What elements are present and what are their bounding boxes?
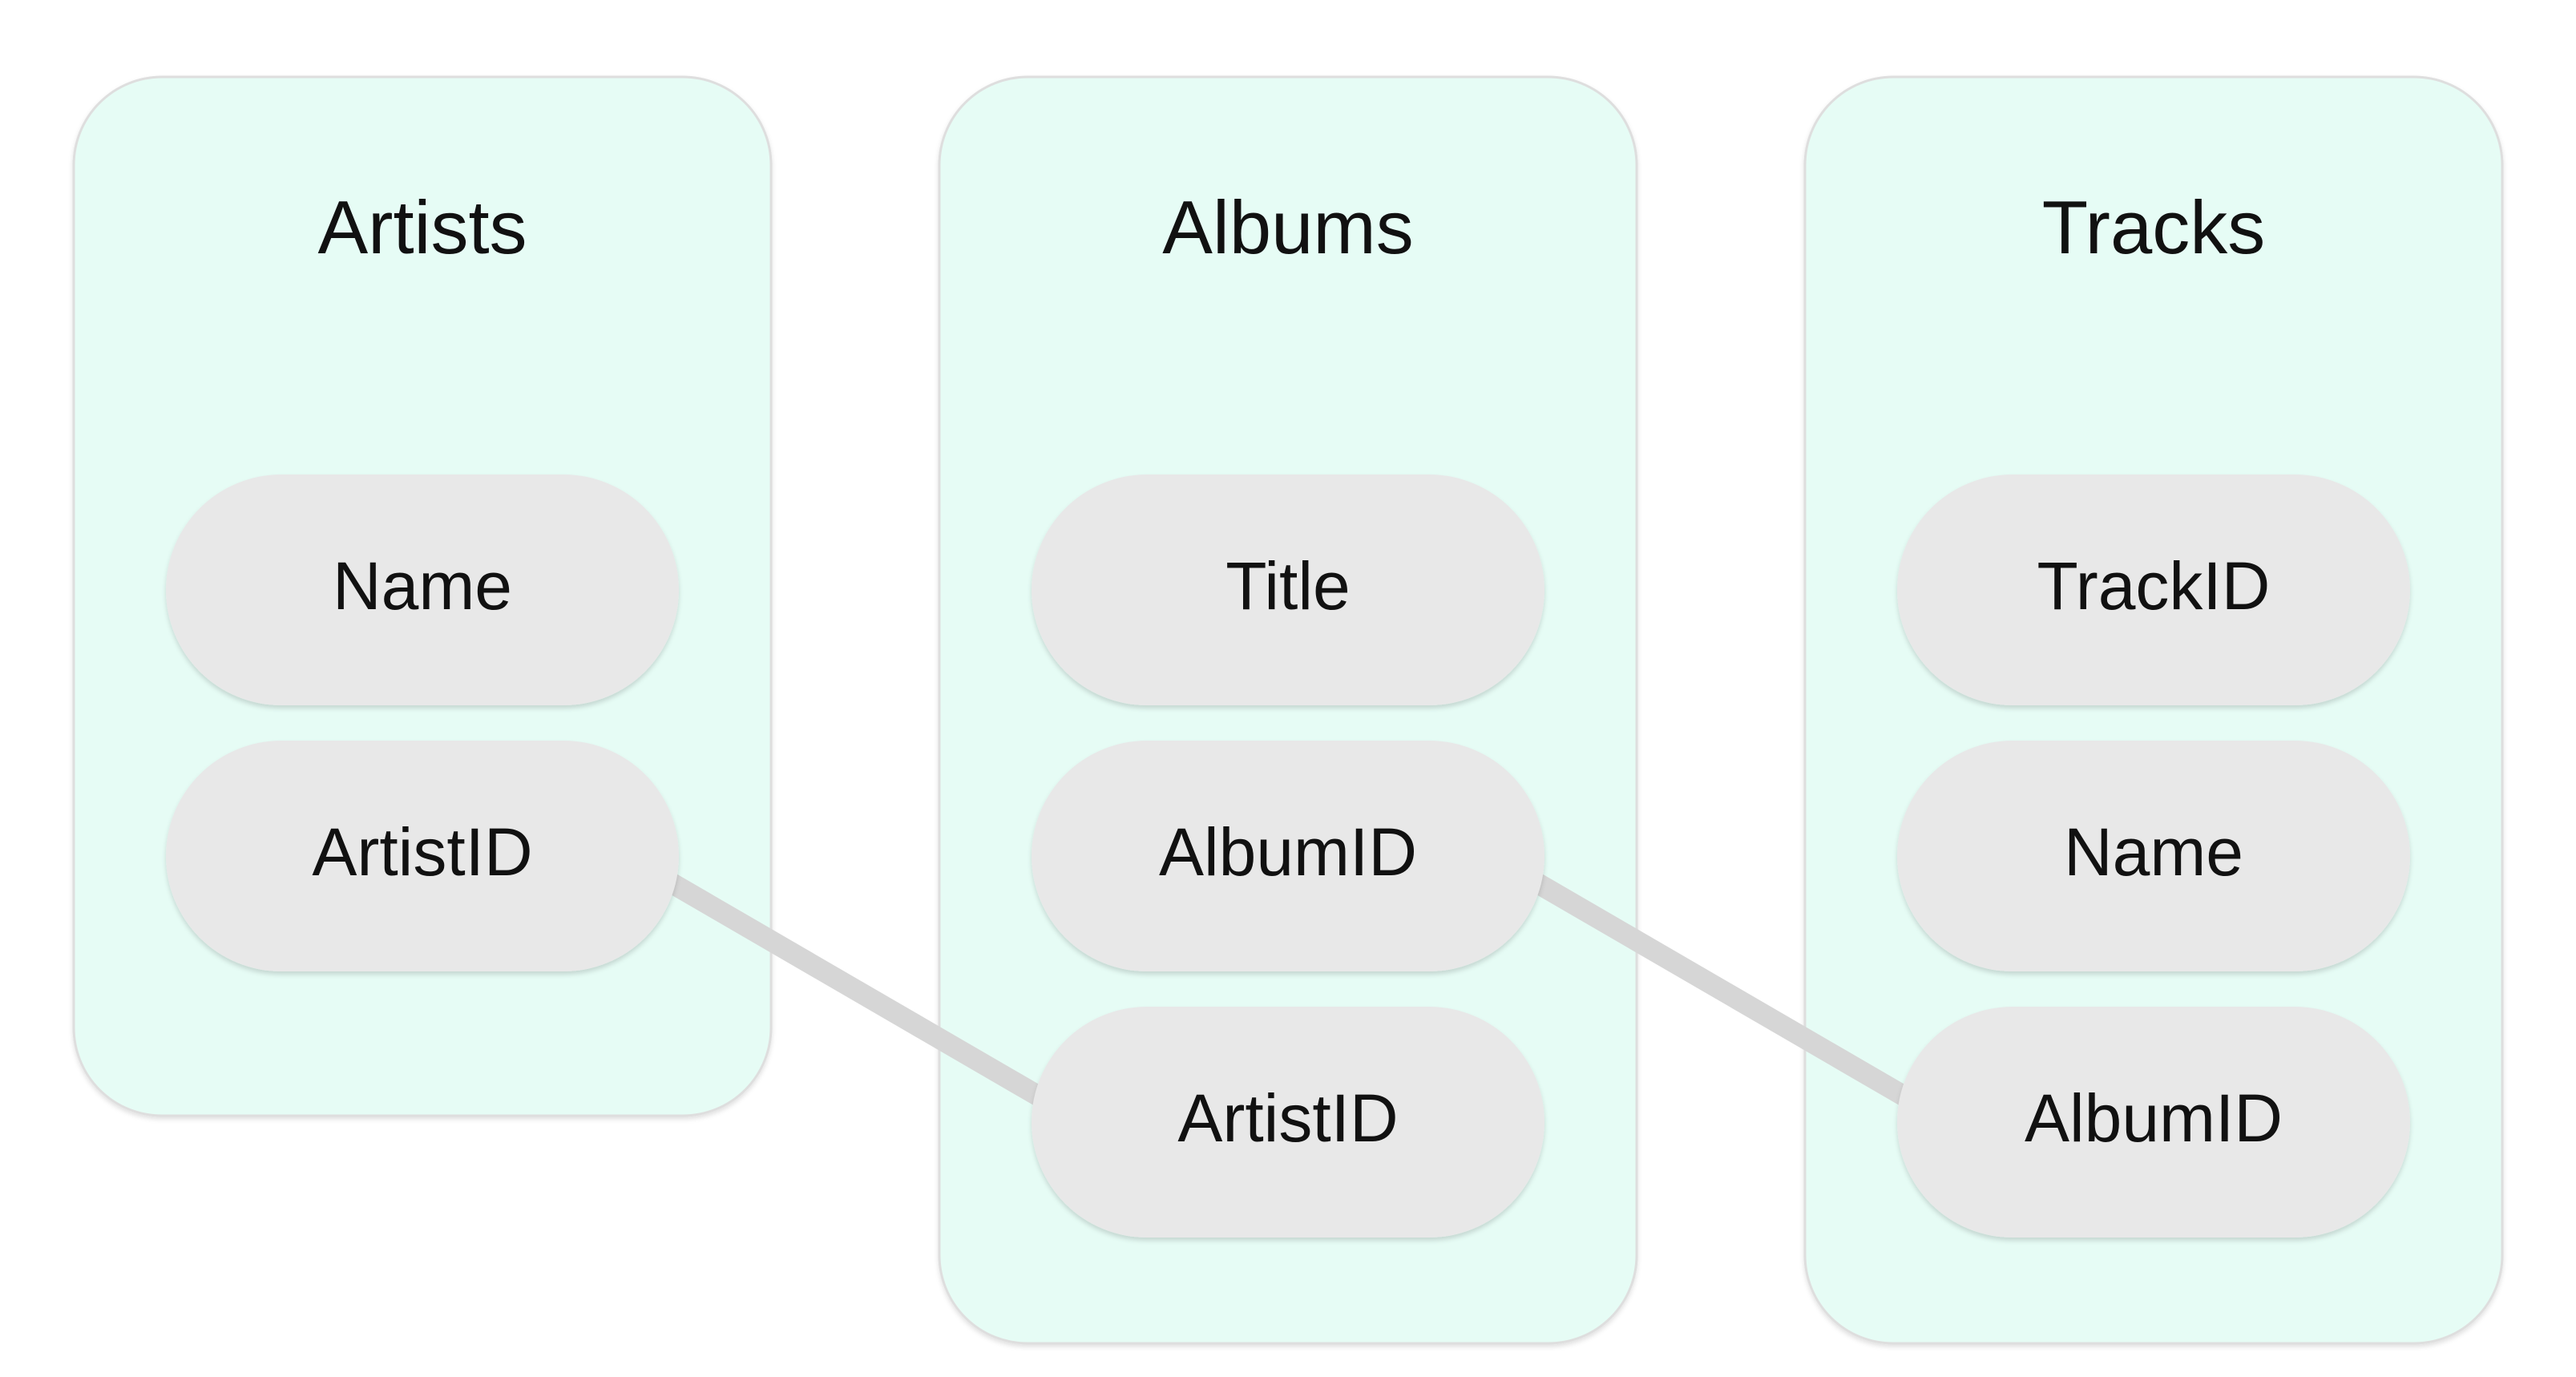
field-artists-name[interactable]: Name (166, 474, 679, 705)
field-label: ArtistID (312, 814, 532, 890)
field-albums-title[interactable]: Title (1032, 474, 1544, 705)
field-albums-artistid[interactable]: ArtistID (1032, 1007, 1544, 1238)
relationship-connector-artists-albums (659, 871, 1052, 1108)
field-label: AlbumID (2025, 1080, 2283, 1156)
field-tracks-albumid[interactable]: AlbumID (1897, 1007, 2410, 1238)
field-tracks-trackid[interactable]: TrackID (1897, 474, 2410, 705)
field-label: TrackID (2037, 548, 2271, 624)
table-title-artists: Artists (317, 185, 527, 269)
field-label: Title (1225, 548, 1351, 624)
field-label: ArtistID (1177, 1080, 1398, 1156)
relationship-connector-albums-tracks (1524, 871, 1918, 1108)
field-albums-albumid[interactable]: AlbumID (1032, 741, 1544, 971)
table-title-tracks: Tracks (2042, 185, 2266, 269)
field-artists-artistid[interactable]: ArtistID (166, 741, 679, 971)
table-title-albums: Albums (1162, 185, 1413, 269)
field-tracks-name[interactable]: Name (1897, 741, 2410, 971)
field-label: Name (2064, 814, 2243, 890)
field-label: Name (333, 548, 512, 624)
field-label: AlbumID (1159, 814, 1417, 890)
